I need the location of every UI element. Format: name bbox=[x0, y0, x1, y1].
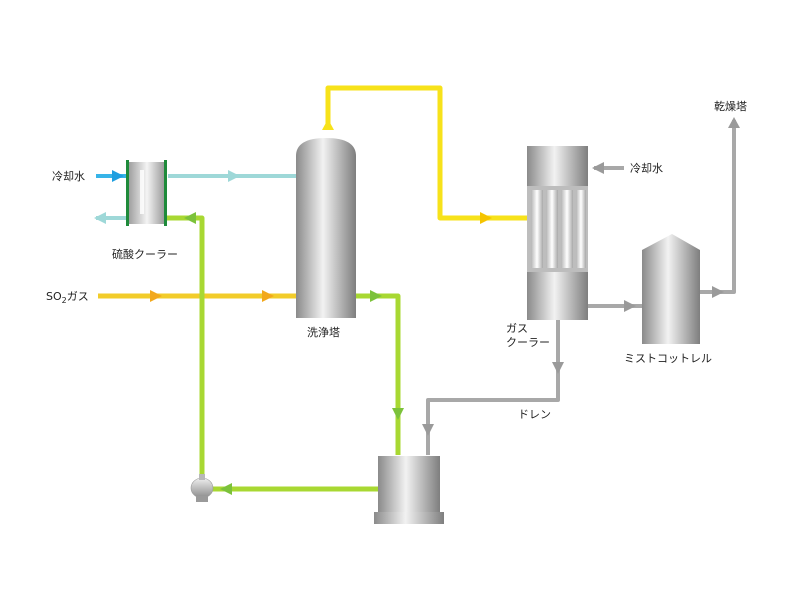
cooler-tube bbox=[576, 190, 586, 268]
gas-cooler-label-line2: クーラー bbox=[506, 336, 550, 349]
arrow-right-icon bbox=[262, 290, 274, 302]
so2-gas-subscript: 2 bbox=[62, 296, 67, 305]
so2-gas-suffix: ガス bbox=[67, 290, 89, 303]
gas-line-tower-to-cooler bbox=[322, 85, 527, 224]
drain-label: ドレン bbox=[518, 408, 551, 421]
arrow-right-icon bbox=[150, 290, 162, 302]
so2-gas-inlet-line bbox=[98, 290, 296, 302]
drying-tower-label: 乾燥塔 bbox=[714, 100, 747, 113]
washing-tower bbox=[296, 138, 356, 318]
circulation-pump bbox=[190, 474, 214, 502]
arrow-down-icon bbox=[422, 424, 434, 436]
liquid-line-tower-to-tank bbox=[356, 290, 404, 455]
cooler-tube bbox=[546, 190, 558, 268]
arrow-up-icon bbox=[728, 117, 740, 128]
arrow-left-icon bbox=[94, 212, 106, 224]
sulfuric-acid-cooler-label: 硫酸クーラー bbox=[112, 247, 178, 261]
arrow-left-icon bbox=[184, 212, 196, 224]
circulation-tank bbox=[374, 456, 444, 524]
mist-cottrell-label: ミストコットレル bbox=[624, 352, 712, 365]
arrow-left-icon bbox=[592, 162, 604, 174]
arrow-right-icon bbox=[480, 212, 492, 224]
washing-tower-label: 洗浄塔 bbox=[307, 325, 340, 339]
arrow-right-icon bbox=[712, 286, 724, 298]
mist-cottrell bbox=[642, 234, 700, 344]
cooler-tube bbox=[561, 190, 573, 268]
arrow-right-icon bbox=[112, 170, 124, 182]
arrow-up-icon bbox=[322, 119, 334, 130]
gas-line-to-drying-tower bbox=[700, 117, 740, 298]
arrow-right-icon bbox=[370, 290, 382, 302]
arrow-down-icon bbox=[392, 408, 404, 420]
gas-line-cooler-to-cottrell bbox=[588, 300, 642, 312]
arrow-right-icon bbox=[228, 170, 240, 182]
so2-gas-label: SO2ガス bbox=[46, 290, 89, 305]
cooling-water-inlet-right bbox=[592, 162, 624, 174]
arrow-down-icon bbox=[552, 362, 564, 374]
sulfuric-acid-cooler bbox=[126, 160, 167, 226]
gas-cooler bbox=[527, 146, 588, 320]
drain-line bbox=[422, 320, 564, 455]
arrow-right-icon bbox=[624, 300, 636, 312]
cooler-tube bbox=[531, 190, 543, 268]
cooling-water-right-label: 冷却水 bbox=[630, 162, 663, 175]
arrow-left-icon bbox=[220, 483, 232, 495]
acid-return-to-tower bbox=[168, 170, 296, 182]
cooling-water-left-label: 冷却水 bbox=[52, 170, 85, 183]
gas-cooler-label-line1: ガス bbox=[506, 322, 528, 335]
so2-gas-prefix: SO bbox=[46, 290, 62, 303]
